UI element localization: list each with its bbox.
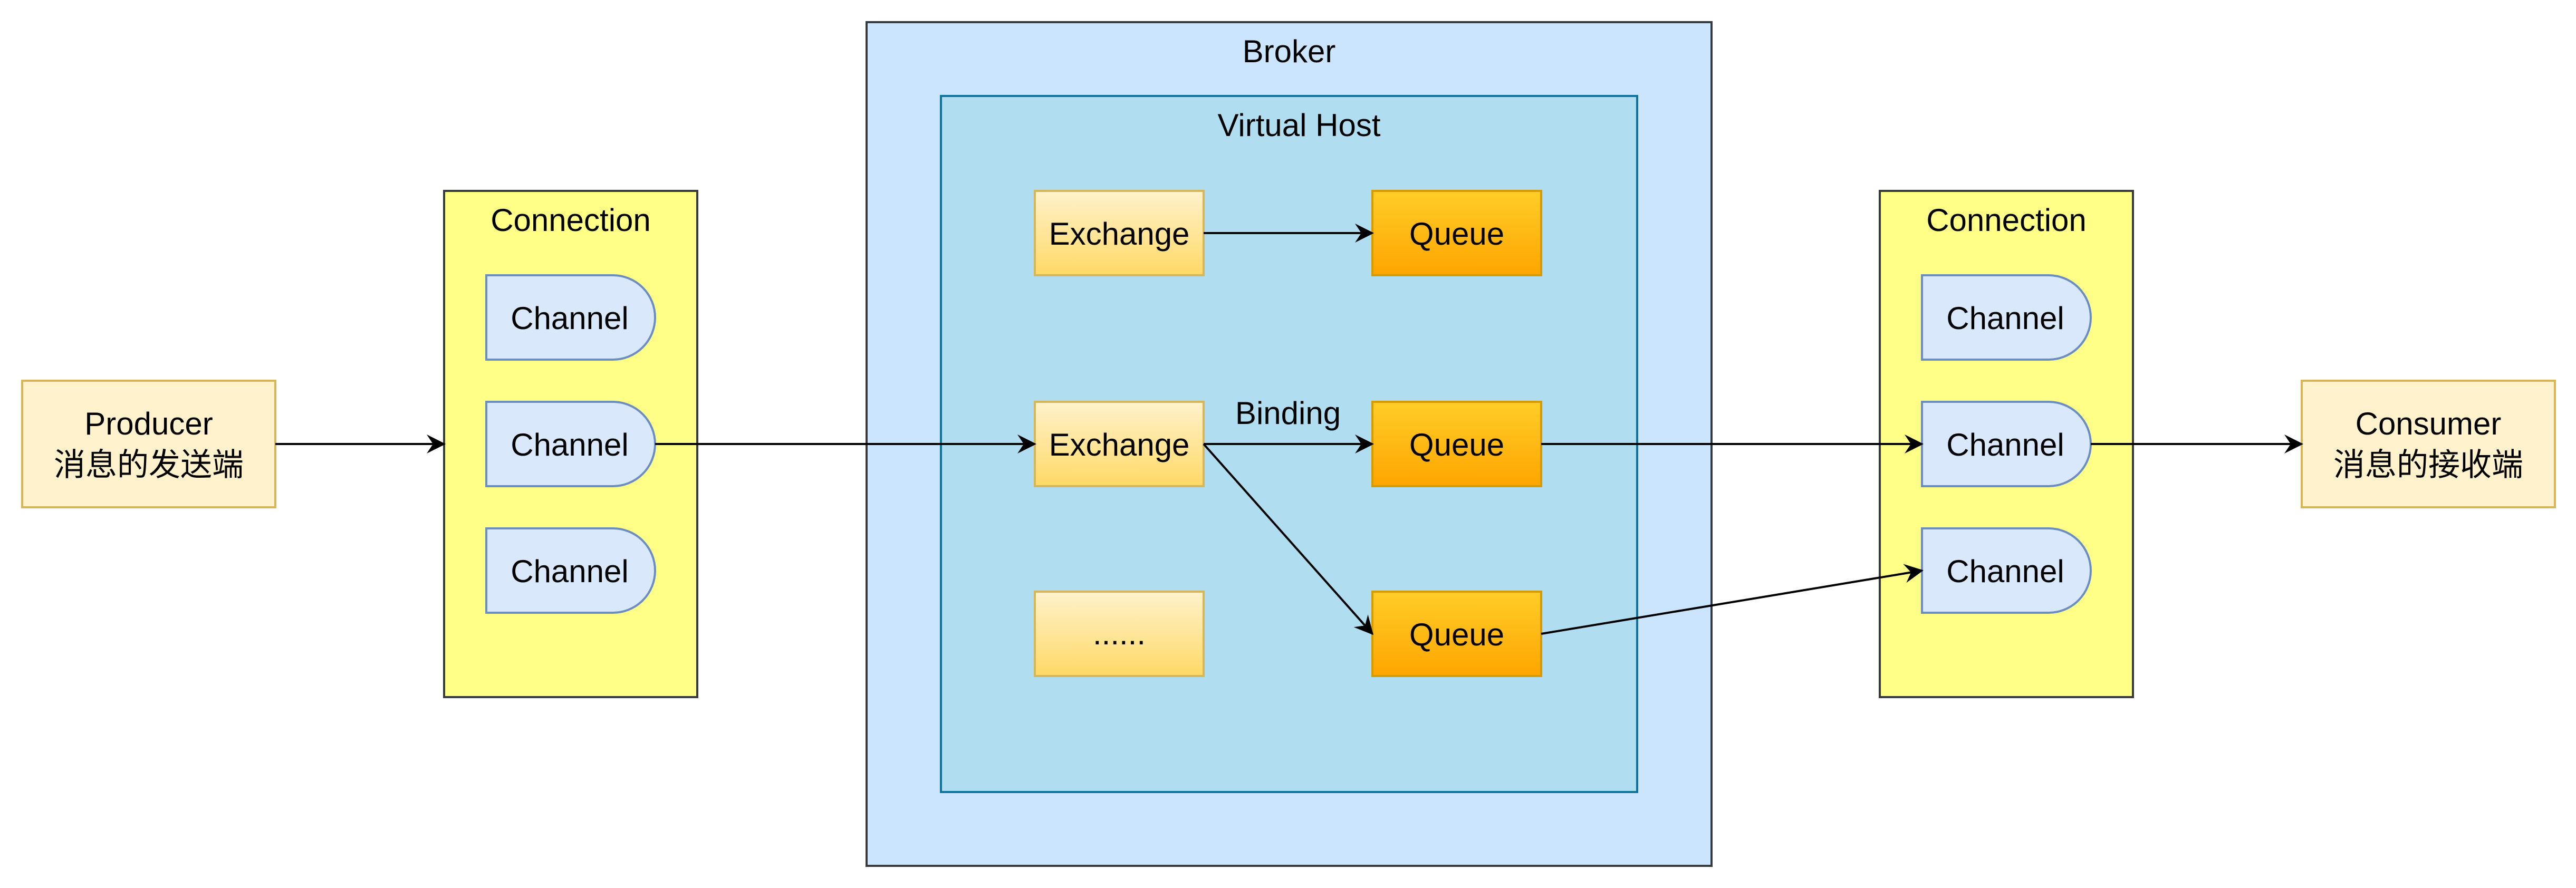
- edges: [275, 224, 2303, 635]
- exchange-2-label: Exchange: [1049, 427, 1190, 462]
- left-channel-1-label: Channel: [511, 301, 629, 336]
- exchange-1: Exchange: [1034, 190, 1205, 276]
- left-channel-2-label: Channel: [511, 427, 629, 462]
- left-channel-2: Channel: [485, 401, 656, 487]
- right-channel-3: Channel: [1921, 527, 2092, 614]
- exchange-placeholder-label: ......: [1093, 616, 1146, 651]
- consumer-title: Consumer: [2356, 406, 2502, 441]
- left-channel-3-label: Channel: [511, 554, 629, 589]
- queue-1: Queue: [1371, 190, 1542, 276]
- right-channel-1-label: Channel: [1946, 301, 2064, 336]
- queue-2: Queue: [1371, 401, 1542, 487]
- exchange-placeholder: ......: [1034, 591, 1205, 677]
- right-channel-3-label: Channel: [1946, 554, 2064, 589]
- right-channel-1: Channel: [1921, 274, 2092, 361]
- binding-label: Binding: [1235, 395, 1341, 431]
- edge-queue3-to-right-channel-3: [1541, 564, 1924, 635]
- queue-3: Queue: [1371, 591, 1542, 677]
- consumer-node: Consumer 消息的接收端: [2301, 380, 2556, 508]
- left-channel-1: Channel: [485, 274, 656, 361]
- right-connection-title: Connection: [1926, 202, 2087, 238]
- edge-exchange2-to-queue3: [1203, 443, 1373, 635]
- left-channel-3: Channel: [485, 527, 656, 614]
- producer-title: Producer: [84, 406, 213, 441]
- queue-2-label: Queue: [1409, 427, 1504, 462]
- producer-node: Producer 消息的发送端: [21, 380, 276, 508]
- queue-3-label: Queue: [1409, 617, 1504, 652]
- virtual-host-title: Virtual Host: [1217, 108, 1380, 143]
- consumer-subtitle: 消息的接收端: [2333, 447, 2523, 482]
- producer-subtitle: 消息的发送端: [54, 447, 244, 482]
- right-channel-2: Channel: [1921, 401, 2092, 487]
- right-channel-2-label: Channel: [1946, 427, 2064, 462]
- exchange-2: Exchange: [1034, 401, 1205, 487]
- queue-1-label: Queue: [1409, 216, 1504, 252]
- broker-title: Broker: [1243, 34, 1336, 69]
- exchange-1-label: Exchange: [1049, 216, 1190, 252]
- left-connection-title: Connection: [491, 202, 651, 238]
